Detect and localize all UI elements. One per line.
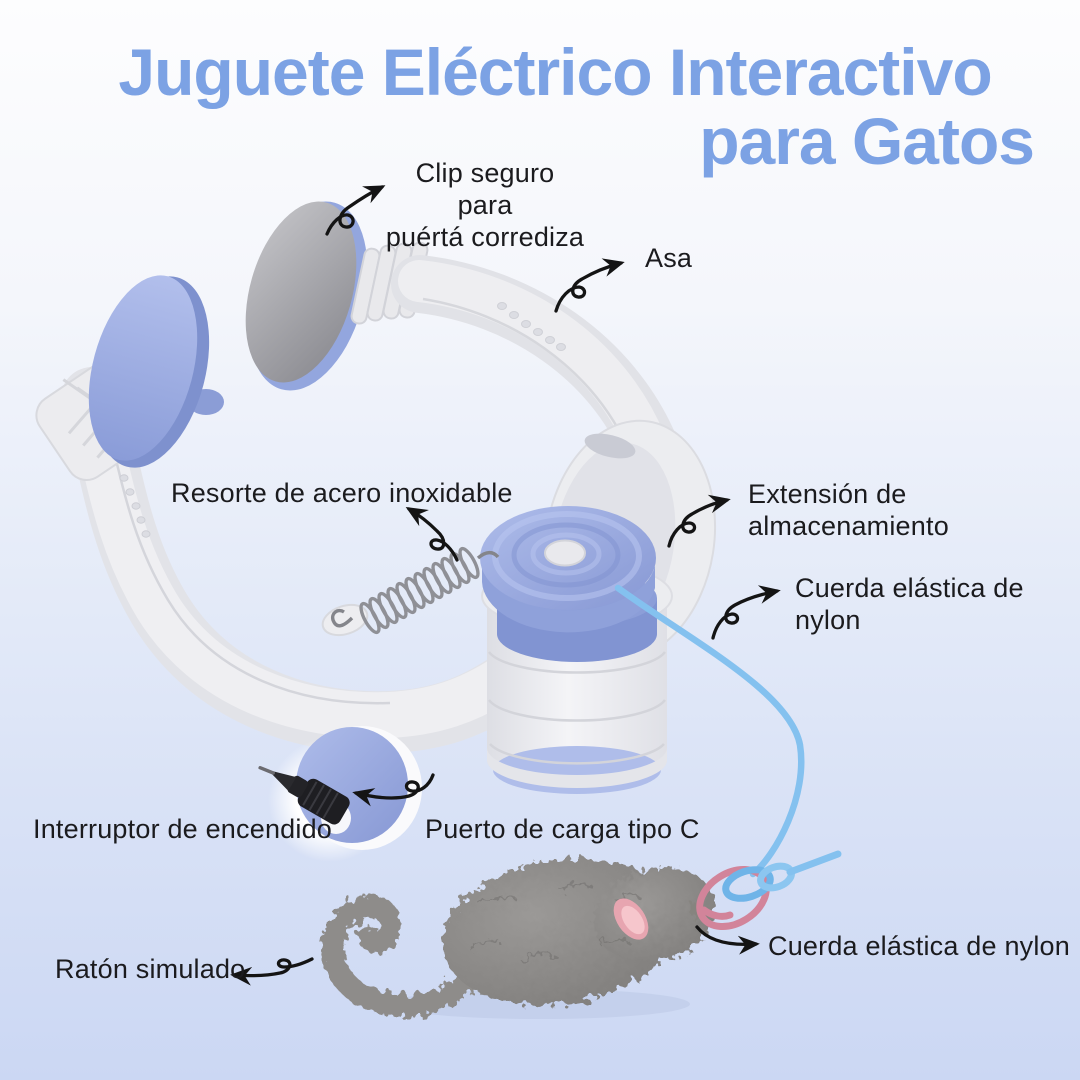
arc-dimples <box>119 474 151 538</box>
arrow-handle <box>554 258 625 313</box>
label-handle: Asa <box>645 243 693 273</box>
mouse-tail <box>321 895 473 1017</box>
title-line-1: Juguete Eléctrico Interactivo <box>118 35 992 109</box>
arrow-charging-port <box>352 773 435 807</box>
arrow-cord-upper <box>711 585 781 640</box>
arrow-clip <box>325 185 386 236</box>
arrow-spring <box>405 507 459 562</box>
label-charging-port: Puerto de carga tipo C <box>425 814 700 844</box>
arrow-mouse <box>230 957 314 986</box>
suction-cup <box>88 275 224 468</box>
title-line-2: para Gatos <box>699 104 1035 179</box>
label-spring: Resorte de acero inoxidable <box>171 478 513 508</box>
arrow-cord-lower <box>695 925 760 955</box>
main-arc <box>61 367 539 754</box>
steel-spring <box>321 546 500 637</box>
callout-arrows <box>230 185 781 986</box>
label-mouse: Ratón simulado <box>55 954 246 984</box>
power-switch-inset <box>258 726 422 862</box>
arrow-storage-extension <box>667 494 731 548</box>
door-clip-pad <box>245 201 368 391</box>
handle-dimples <box>497 302 566 351</box>
page-title: Juguete Eléctrico Interactivo para Gatos <box>0 35 1080 179</box>
label-storage-extension: Extensión de almacenamiento <box>748 479 949 541</box>
nylon-cord-blue <box>614 584 805 878</box>
power-switch-knob <box>258 766 350 825</box>
cord-knot <box>696 850 842 931</box>
label-door-clip: Clip seguro para puértá corrediza <box>385 158 585 252</box>
pulley-disc <box>480 506 656 633</box>
label-cord-lower: Cuerda elástica de nylon <box>768 931 1070 961</box>
label-cord-upper: Cuerda elástica de nylon <box>795 573 1024 635</box>
mouse-toy <box>321 858 716 1019</box>
label-power-switch: Interruptor de encendido <box>33 814 333 844</box>
pulley-center-cap <box>544 539 586 567</box>
